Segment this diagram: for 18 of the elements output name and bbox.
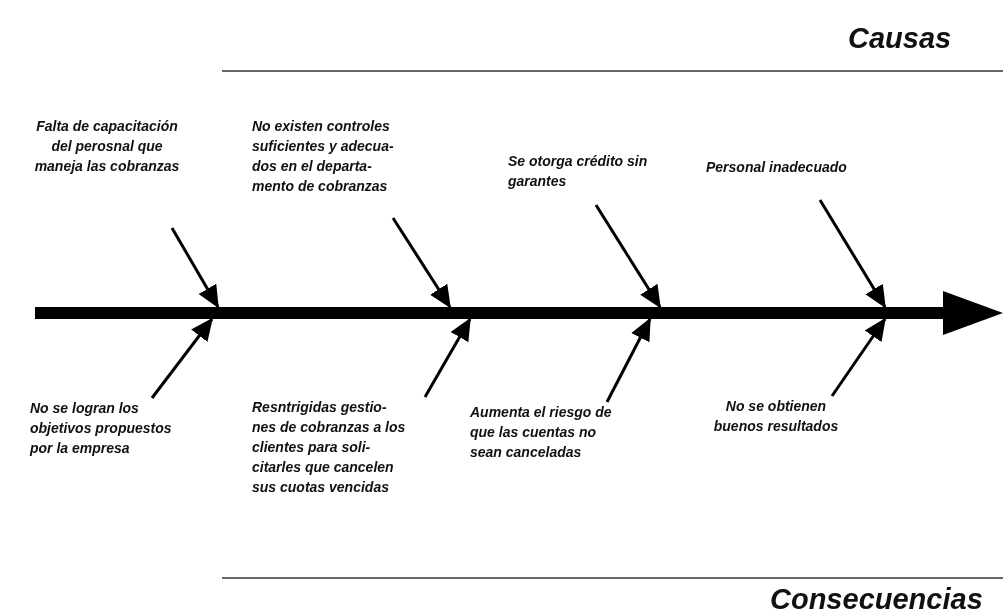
arrow	[391, 217, 452, 309]
cause-text: Personal inadecuado	[706, 158, 848, 177]
arrow	[818, 199, 887, 309]
arrow	[605, 317, 652, 403]
arrow	[423, 317, 472, 398]
arrow	[830, 317, 887, 397]
cause-text: Se otorga crédito sin garantes	[508, 152, 649, 191]
arrow	[594, 204, 662, 309]
arrow	[170, 227, 220, 309]
arrow	[150, 317, 214, 399]
consequence-text: Resntrigidas gestio- nes de cobranzas a los clientes para soli- citarles que cancelen sus cuotas vencidas	[252, 398, 407, 497]
consequence-text: No se obtienen buenos resultados	[712, 397, 840, 436]
cause-text: Falta de capacitación del perosnal que maneja las cobranzas	[33, 117, 181, 176]
consequence-text: No se logran los objetivos propuestos por la empresa	[30, 399, 173, 458]
cause-text: No existen controles suficientes y adecua- dos en el departa- mento de cobranzas	[252, 117, 395, 196]
section-heading: Causas	[848, 22, 952, 55]
consequence-text: Aumenta el riesgo de que las cuentas no sean canceladas	[470, 403, 613, 462]
section-heading: Consecuencias	[770, 583, 983, 616]
